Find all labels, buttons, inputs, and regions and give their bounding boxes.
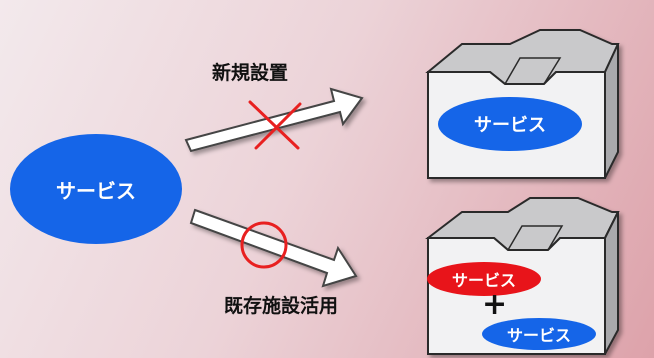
plus-symbol: + xyxy=(482,287,508,322)
reuse-label: 既存施設活用 xyxy=(224,295,339,317)
added-service-ellipse: サービス xyxy=(482,318,596,350)
source-service-ellipse: サービス xyxy=(10,134,182,244)
existing-service-label: サービス xyxy=(451,271,516,290)
top-facility-service-label: サービス xyxy=(474,115,546,136)
source-service-label: サービス xyxy=(56,178,136,203)
existing-service-ellipse: サービス xyxy=(427,262,541,296)
reuse-arrow xyxy=(189,208,358,288)
top-facility-service-ellipse: サービス xyxy=(438,97,582,151)
approve-circle-mark xyxy=(240,221,288,269)
new-build-label: 新規設置 xyxy=(212,62,289,84)
added-service-label: サービス xyxy=(506,326,571,345)
new-build-arrow xyxy=(184,87,364,153)
reject-x-mark xyxy=(248,100,302,150)
